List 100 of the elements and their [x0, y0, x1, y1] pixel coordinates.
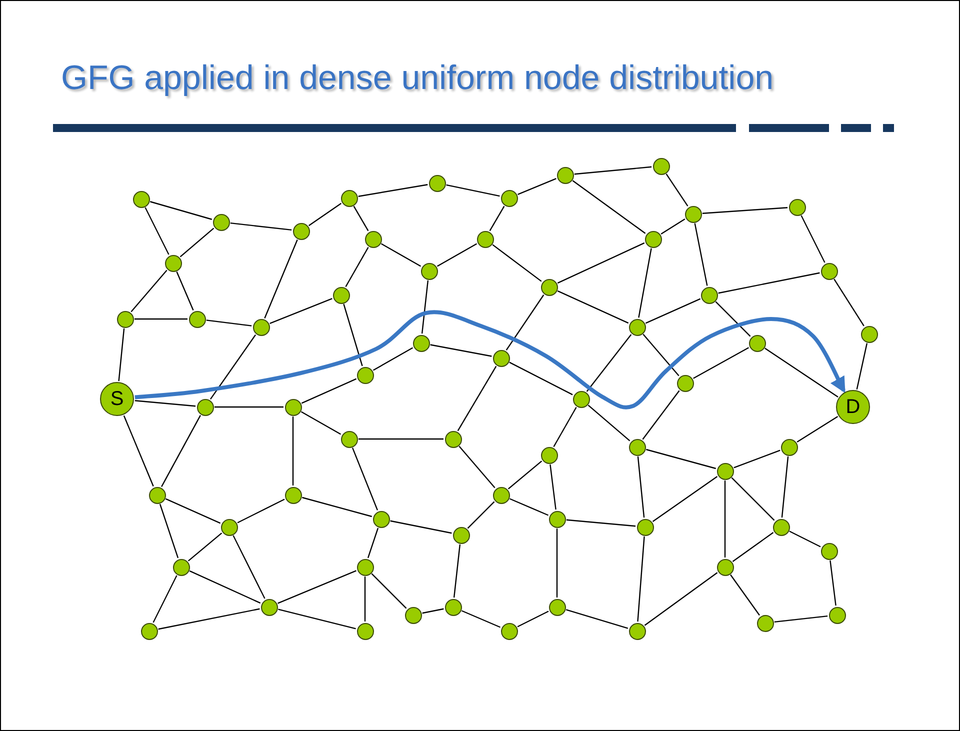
network-node: [444, 598, 462, 616]
link-line: [134, 400, 196, 407]
labeled-node: [100, 382, 134, 416]
network-node: [140, 622, 158, 640]
network-node: [116, 310, 134, 328]
link-line: [557, 242, 645, 284]
link-line: [660, 218, 686, 234]
node-letter: S: [110, 389, 124, 409]
link-line: [574, 166, 652, 175]
link-line: [518, 178, 556, 195]
network-node: [820, 542, 838, 560]
network-node: [148, 486, 166, 504]
link-line: [645, 298, 701, 324]
link-line: [586, 334, 632, 392]
link-line: [856, 343, 868, 390]
network-node: [772, 518, 790, 536]
link-line: [278, 608, 356, 630]
link-line: [730, 574, 760, 616]
link-line: [367, 528, 379, 558]
network-node: [340, 430, 358, 448]
network-node: [540, 278, 558, 296]
link-line: [637, 456, 645, 518]
link-line: [508, 460, 542, 490]
network-node: [412, 334, 430, 352]
link-line: [702, 207, 788, 214]
link-line: [506, 294, 544, 350]
link-line: [789, 530, 821, 548]
network-node: [652, 158, 670, 174]
link-line: [301, 378, 357, 404]
network-node: [292, 222, 310, 240]
link-line: [556, 528, 558, 598]
network-node: [820, 262, 838, 280]
link-line: [830, 560, 836, 606]
link-line: [380, 243, 422, 267]
network-node: [756, 614, 774, 632]
link-line: [358, 184, 428, 197]
link-line: [652, 476, 718, 522]
network-node: [252, 318, 270, 336]
link-line: [150, 201, 212, 220]
link-line: [345, 246, 369, 288]
link-line: [834, 278, 864, 326]
link-line: [176, 272, 194, 310]
network-node: [684, 206, 702, 222]
network-node: [780, 438, 798, 456]
network-node: [172, 558, 190, 576]
link-line: [278, 570, 356, 604]
network-node: [476, 230, 494, 248]
network-node: [492, 486, 510, 504]
link-line: [644, 572, 718, 626]
network-node: [188, 310, 206, 328]
link-line: [237, 498, 285, 524]
network-node: [548, 510, 566, 528]
link-line: [637, 536, 645, 622]
link-line: [715, 301, 751, 337]
link-line: [230, 222, 292, 231]
link-line: [352, 448, 378, 510]
network-node: [828, 606, 846, 624]
link-line: [159, 504, 179, 558]
link-line: [550, 464, 556, 510]
link-line: [180, 228, 214, 258]
network-node: [212, 214, 230, 230]
link-line: [152, 575, 178, 623]
link-line: [371, 573, 407, 609]
link-line: [118, 328, 125, 382]
network-node: [356, 366, 374, 384]
link-line: [270, 298, 332, 324]
link-line: [492, 244, 542, 282]
network-node: [556, 166, 574, 184]
labeled-node: [836, 390, 870, 424]
network-node: [356, 558, 374, 576]
network-node: [444, 430, 462, 448]
slide-title: GFG applied in dense uniform node distribution: [61, 59, 774, 98]
network-node: [500, 622, 518, 640]
link-line: [557, 290, 629, 324]
link-line: [646, 448, 716, 470]
network-node: [700, 286, 718, 304]
link-line: [123, 415, 154, 486]
link-line: [693, 347, 749, 379]
link-line: [390, 520, 452, 534]
link-line: [214, 406, 284, 408]
network-node: [372, 510, 390, 528]
route-arrow: [134, 310, 846, 410]
link-line: [467, 501, 495, 529]
network-node: [364, 230, 382, 248]
link-line: [572, 180, 646, 234]
link-line: [343, 304, 363, 366]
link-line: [642, 334, 680, 376]
network-node: [644, 230, 662, 248]
link-line: [161, 415, 201, 487]
link-line: [453, 544, 461, 598]
link-line: [144, 207, 170, 255]
link-line: [517, 610, 549, 628]
network-node: [196, 398, 214, 416]
network-node: [492, 350, 510, 366]
link-line: [642, 390, 680, 440]
link-line: [588, 404, 630, 442]
link-line: [764, 348, 838, 398]
network-node: [628, 622, 646, 640]
link-line: [232, 535, 266, 599]
link-line: [446, 184, 500, 197]
